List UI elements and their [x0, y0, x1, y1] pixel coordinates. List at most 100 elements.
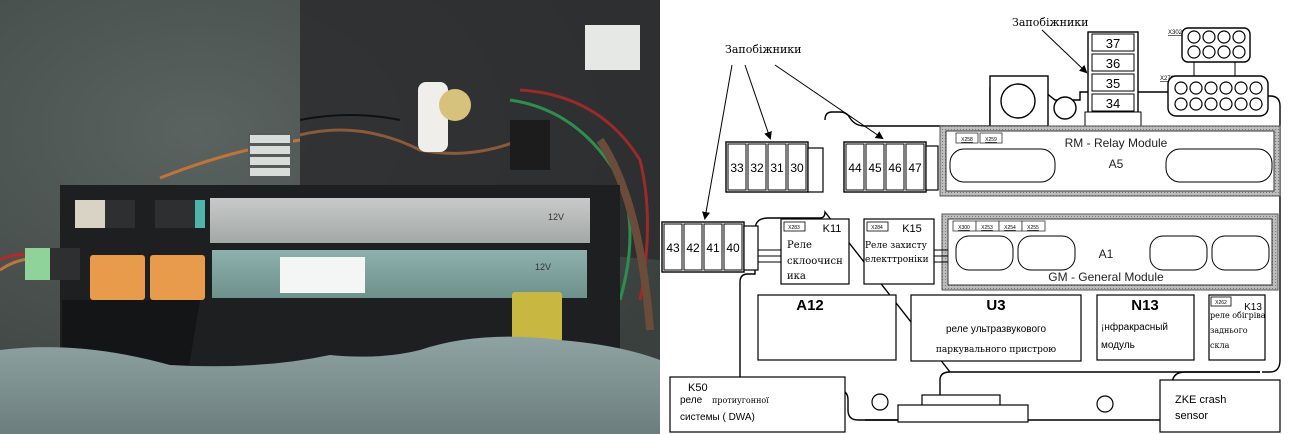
fuse-30[interactable]: 30 — [787, 143, 807, 191]
relay-module-code: A5 — [1109, 157, 1124, 171]
fuse-arrow-45 — [774, 64, 884, 140]
relay-k50[interactable]: K50 реле протиугонної системы ( DWA) — [669, 376, 846, 433]
svg-text:ZKE crash: ZKE crash — [1175, 394, 1226, 406]
svg-text:sensor: sensor — [1175, 410, 1208, 422]
fuse-37[interactable]: 37 — [1091, 33, 1135, 52]
general-module-photo — [212, 250, 587, 298]
svg-text:паркувального пристрою: паркувального пристрою — [936, 345, 1056, 355]
board-features — [871, 393, 1114, 423]
k11-code: K11 — [823, 223, 842, 235]
svg-text:A12: A12 — [796, 297, 824, 314]
connector-x302: X302 — [1168, 27, 1251, 76]
fuse-stack-top: 37 36 35 34 — [1084, 31, 1142, 127]
svg-text:X262: X262 — [1215, 300, 1227, 306]
fuse-31[interactable]: 31 — [767, 143, 787, 191]
svg-text:X302: X302 — [1168, 30, 1183, 36]
fuse-32[interactable]: 32 — [747, 143, 767, 191]
svg-text:N13: N13 — [1131, 297, 1159, 314]
svg-text:40: 40 — [726, 241, 740, 255]
fuse-slots-photo — [25, 200, 205, 280]
black-connector — [510, 120, 550, 170]
general-module-code: A1 — [1099, 247, 1114, 261]
yellow-relay — [512, 292, 562, 342]
round-socket — [989, 75, 1077, 127]
svg-text:¡нфракрасный: ¡нфракрасный — [1101, 321, 1168, 333]
white-label — [280, 257, 365, 293]
general-module-print: 12V — [535, 262, 551, 272]
svg-text:електтроніки: електтроніки — [865, 255, 929, 265]
block-u3[interactable]: U3 реле ультразвукового паркувального пр… — [910, 294, 1082, 362]
fuse-43[interactable]: 43 — [663, 223, 683, 271]
fuse-arrow-31 — [744, 64, 772, 140]
white-connector — [585, 25, 640, 70]
fuse-arrow-42 — [702, 64, 733, 220]
svg-text:44: 44 — [848, 161, 862, 175]
k50-code: K50 — [688, 382, 708, 394]
svg-text:42: 42 — [686, 241, 700, 255]
relay-k13[interactable]: X262 K13 реле обігріва заднього скла — [1208, 294, 1266, 361]
svg-text:45: 45 — [868, 161, 882, 175]
block-n13[interactable]: N13 ¡нфракрасный модуль — [1096, 294, 1195, 361]
zke-crash-sensor[interactable]: ZKE crash sensor — [1159, 379, 1281, 433]
svg-text:X283: X283 — [788, 225, 800, 231]
relay-k15[interactable]: X284 K15 Реле захисту електтроніки — [863, 218, 948, 285]
svg-text:реле: реле — [680, 395, 703, 406]
fuse-box-photo: 12V 12V — [0, 0, 660, 434]
fuse-36[interactable]: 36 — [1091, 53, 1135, 72]
fuse-label-left: Запобіжники — [725, 43, 802, 56]
svg-text:X300: X300 — [958, 225, 970, 231]
svg-text:X259: X259 — [985, 137, 997, 143]
svg-text:Реле: Реле — [787, 240, 812, 251]
relay-k11[interactable]: X283 K11 Реле склоочисн ика — [780, 218, 850, 285]
svg-text:X255: X255 — [1027, 225, 1039, 231]
fuse-44[interactable]: 44 — [845, 143, 865, 191]
white-grommet — [418, 82, 448, 152]
relay-module-print: 12V — [548, 212, 564, 222]
svg-text:реле ультразвукового: реле ультразвукового — [946, 324, 1047, 335]
fuse-group-40-43: 43 42 41 40 — [661, 221, 781, 273]
relay-module-a5[interactable]: X258 X259 RM - Relay Module A5 — [939, 125, 1281, 197]
svg-text:35: 35 — [1106, 76, 1120, 91]
svg-text:36: 36 — [1106, 56, 1120, 71]
block-a12[interactable]: A12 — [757, 294, 897, 361]
general-module-a1[interactable]: X300 X253 X254 X255 A1 GM - General Modu… — [941, 213, 1279, 291]
svg-text:32: 32 — [750, 161, 764, 175]
x272-pins — [1174, 81, 1263, 111]
fuse-34[interactable]: 34 — [1091, 93, 1135, 112]
fuse-41[interactable]: 41 — [703, 223, 723, 271]
svg-text:X253: X253 — [981, 225, 993, 231]
yellow-grommet — [439, 89, 471, 121]
svg-text:41: 41 — [706, 241, 720, 255]
svg-text:ика: ика — [787, 271, 806, 282]
general-module-title: GM - General Module — [1048, 270, 1164, 284]
fuse-42[interactable]: 42 — [683, 223, 703, 271]
fuse-40[interactable]: 40 — [723, 223, 743, 271]
fuse-group-30-33: 33 32 31 30 — [725, 141, 824, 193]
svg-text:реле обігріва: реле обігріва — [1210, 311, 1266, 320]
connector-x272: X272 — [1160, 75, 1269, 117]
svg-text:модуль: модуль — [1101, 340, 1135, 351]
fuse-47[interactable]: 47 — [905, 143, 925, 191]
x302-pins — [1187, 30, 1246, 59]
svg-text:46: 46 — [888, 161, 902, 175]
svg-text:протиугонної: протиугонної — [712, 396, 769, 405]
svg-text:47: 47 — [908, 161, 922, 175]
orange-relay-1 — [90, 255, 145, 300]
svg-text:31: 31 — [770, 161, 784, 175]
svg-text:X258: X258 — [961, 137, 973, 143]
fuse-45[interactable]: 45 — [865, 143, 885, 191]
fuse-46[interactable]: 46 — [885, 143, 905, 191]
svg-text:U3: U3 — [986, 297, 1005, 314]
fuse-33[interactable]: 33 — [727, 143, 747, 191]
svg-text:системы ( DWA): системы ( DWA) — [680, 412, 755, 423]
k15-code: K15 — [902, 223, 922, 235]
svg-text:34: 34 — [1106, 96, 1120, 111]
svg-text:37: 37 — [1106, 36, 1120, 51]
svg-text:30: 30 — [790, 161, 804, 175]
svg-text:43: 43 — [666, 241, 680, 255]
relay-module-title: RM - Relay Module — [1065, 136, 1168, 150]
svg-text:заднього: заднього — [1210, 326, 1248, 335]
fuse-35[interactable]: 35 — [1091, 73, 1135, 92]
k13-code: K13 — [1244, 302, 1262, 313]
carpet-foreground — [0, 336, 660, 434]
